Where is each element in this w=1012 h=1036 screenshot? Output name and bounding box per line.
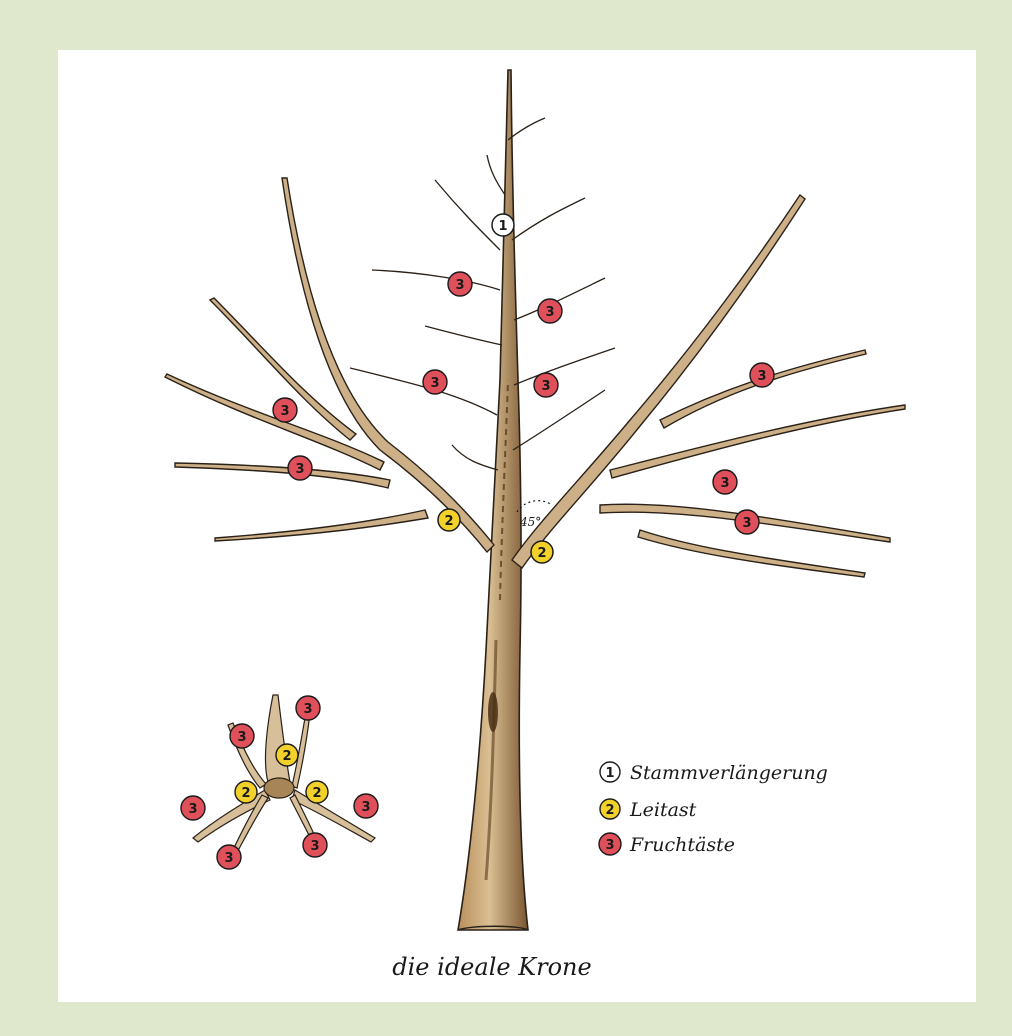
svg-text:2: 2 bbox=[312, 786, 321, 801]
badge-stammverlaengerung: 1 bbox=[492, 214, 514, 236]
badge-fruchtast: 3 bbox=[217, 845, 241, 869]
angle-label: 45° bbox=[519, 515, 541, 529]
badge-fruchtast: 3 bbox=[354, 794, 378, 818]
legend-item-stammverlaengerung: 1 Stammverlängerung bbox=[600, 762, 828, 784]
badge-leitast: 2 bbox=[235, 781, 257, 803]
badge-leitast: 2 bbox=[438, 509, 460, 531]
badge-fruchtast: 3 bbox=[534, 373, 558, 397]
svg-text:3: 3 bbox=[757, 369, 766, 384]
badge-fruchtast: 3 bbox=[181, 796, 205, 820]
badge-fruchtast: 3 bbox=[735, 510, 759, 534]
svg-text:3: 3 bbox=[742, 516, 751, 531]
legend-label: Leitast bbox=[629, 799, 697, 821]
svg-text:3: 3 bbox=[430, 376, 439, 391]
badge-fruchtast: 3 bbox=[448, 272, 472, 296]
figure-caption: die ideale Krone bbox=[392, 953, 591, 981]
svg-text:1: 1 bbox=[605, 766, 614, 781]
svg-text:2: 2 bbox=[537, 546, 546, 561]
badge-fruchtast: 3 bbox=[538, 299, 562, 323]
legend-item-leitast: 2 Leitast bbox=[600, 799, 697, 821]
right-scaffold-branch bbox=[512, 195, 905, 577]
svg-text:2: 2 bbox=[241, 786, 250, 801]
svg-text:3: 3 bbox=[605, 838, 614, 853]
svg-text:3: 3 bbox=[224, 851, 233, 866]
svg-text:3: 3 bbox=[303, 702, 312, 717]
top-view-inset: 2 2 2 3 3 3 3 3 3 bbox=[181, 695, 378, 869]
legend-label: Stammverlängerung bbox=[630, 762, 828, 784]
svg-text:1: 1 bbox=[498, 219, 507, 234]
svg-text:3: 3 bbox=[310, 839, 319, 854]
badge-fruchtast: 3 bbox=[296, 696, 320, 720]
svg-text:3: 3 bbox=[295, 462, 304, 477]
badge-fruchtast: 3 bbox=[423, 370, 447, 394]
badge-fruchtast: 3 bbox=[273, 398, 297, 422]
svg-text:3: 3 bbox=[188, 802, 197, 817]
legend: 1 Stammverlängerung 2 Leitast 3 Fruchtäs… bbox=[599, 762, 828, 856]
tree-trunk bbox=[458, 70, 528, 930]
badge-leitast: 2 bbox=[531, 541, 553, 563]
svg-text:3: 3 bbox=[455, 278, 464, 293]
badge-fruchtast: 3 bbox=[750, 363, 774, 387]
svg-text:3: 3 bbox=[361, 800, 370, 815]
left-scaffold-branch bbox=[165, 178, 494, 552]
badge-fruchtast: 3 bbox=[303, 833, 327, 857]
svg-text:3: 3 bbox=[545, 305, 554, 320]
svg-text:3: 3 bbox=[280, 404, 289, 419]
trunk-side-branches bbox=[350, 118, 615, 470]
svg-text:3: 3 bbox=[237, 730, 246, 745]
badge-leitast: 2 bbox=[306, 781, 328, 803]
svg-text:3: 3 bbox=[541, 379, 550, 394]
badge-leitast: 2 bbox=[276, 744, 298, 766]
svg-text:3: 3 bbox=[720, 476, 729, 491]
svg-text:2: 2 bbox=[444, 514, 453, 529]
badge-fruchtast: 3 bbox=[288, 456, 312, 480]
badge-fruchtast: 3 bbox=[230, 724, 254, 748]
legend-item-fruchtaeste: 3 Fruchtäste bbox=[599, 833, 735, 856]
svg-text:2: 2 bbox=[605, 803, 614, 818]
svg-text:2: 2 bbox=[282, 749, 291, 764]
legend-label: Fruchtäste bbox=[629, 834, 735, 856]
badge-fruchtast: 3 bbox=[713, 470, 737, 494]
